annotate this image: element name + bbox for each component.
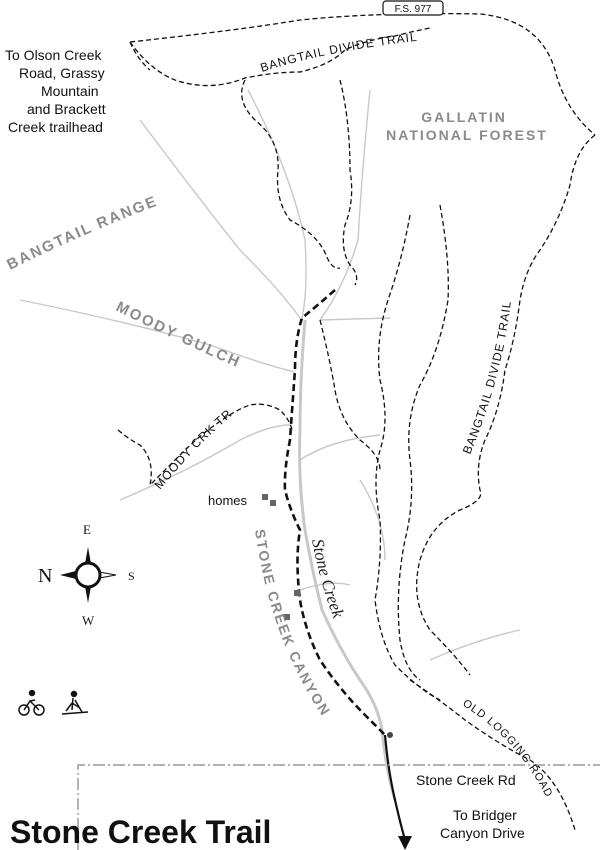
- bangtail-divide-trail-right: [416, 134, 596, 676]
- compass-e-label: E: [83, 522, 91, 537]
- fs-977-sign: [382, 0, 444, 16]
- map-title: Stone Creek Trail: [10, 814, 271, 850]
- bangtail-range-label: BANGTAIL RANGE: [4, 193, 160, 274]
- compass-w-label: W: [82, 613, 95, 628]
- fs-977-road: [129, 12, 596, 136]
- road-arrow-icon: [398, 836, 412, 850]
- forest-boundary: [77, 764, 600, 850]
- compass-n-label: N: [38, 565, 52, 587]
- mountain-biking-icon: [18, 689, 45, 716]
- compass-s-label: S: [128, 569, 135, 583]
- gallatin-forest-label: GALLATIN NATIONAL FOREST: [386, 109, 548, 143]
- trail-network: [117, 12, 596, 831]
- ridge-trail-mid: [339, 79, 358, 286]
- cross-country-skiing-icon: [61, 690, 89, 715]
- compass-rose: N E S W: [38, 522, 135, 628]
- stone-creek-stream: [298, 319, 397, 801]
- fs-977-label: F.S. 977: [395, 4, 432, 15]
- old-logging-road: [409, 679, 576, 831]
- olson-creek-label: To Olson Creek Road, Grassy Mountain and…: [5, 47, 110, 135]
- ridge-trail-left: [241, 79, 341, 269]
- logging-road-side: [397, 204, 449, 681]
- inner-loop-trail: [374, 214, 441, 701]
- creek-lines: [19, 89, 521, 661]
- moody-crk-tr-label: MOODY CRK TR: [152, 406, 235, 492]
- to-bridger-label: To Bridger Canyon Drive: [440, 807, 525, 841]
- homes-markers: [262, 494, 300, 620]
- homes-label: homes: [208, 493, 248, 508]
- trailhead-marker: [387, 732, 393, 738]
- left-upper-ridge: [319, 319, 381, 471]
- moody-gulch-label: MOODY GULCH: [113, 298, 243, 371]
- stone-creek-trail-route: [283, 289, 386, 736]
- moody-crk-trail: [117, 403, 293, 487]
- bangtail-divide-trail-top-label: BANGTAIL DIVIDE TRAIL: [259, 30, 419, 75]
- stone-creek-road: [383, 734, 407, 841]
- stone-creek-rd-label: Stone Creek Rd: [416, 772, 516, 788]
- bangtail-divide-trail-right-label: BANGTAIL DIVIDE TRAIL: [460, 300, 514, 456]
- bangtail-divide-trail-top: [129, 27, 431, 87]
